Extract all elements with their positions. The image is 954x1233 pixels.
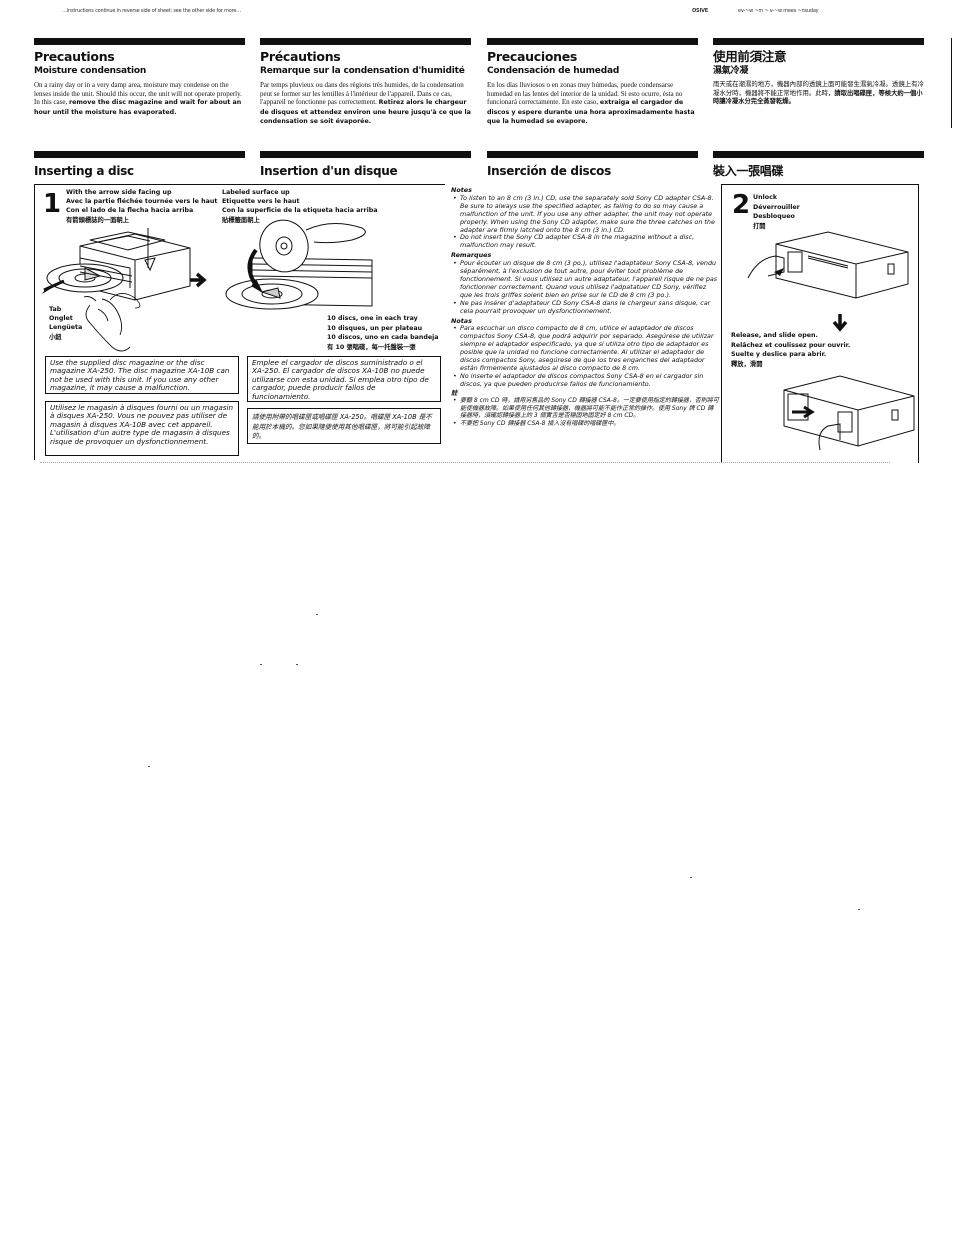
hand-tab-illustration [83,296,131,352]
precautions-title: Précautions [260,49,341,64]
precautions-body: On a rainy day or in a very damp area, m… [34,81,242,116]
tab-label: Tab Onglet Lengüeta 小鈕 [49,306,83,341]
ten-discs-caption: 10 discs, one in each tray 10 disques, u… [327,315,439,351]
step1-arrow-side-instructions: With the arrow side facing up Avec la pa… [66,189,218,224]
section-inserting-en: Inserting a disc [34,151,245,178]
precautions-subtitle: Moisture condensation [34,66,147,76]
magazine-warning-fr: Utilisez le magasin à disques fourni ou … [45,401,239,456]
header-strip-right-text: ev-~w ~m ~ v-~w mees ~nsuday [738,8,819,14]
precautions-subtitle: Condensación de humedad [487,66,620,76]
arrow-right-icon [190,272,207,288]
section-rule [260,38,471,45]
scan-mark [296,664,298,665]
section-title: Insertion d'un disque [260,164,398,178]
magazine-warning-en: Use the supplied disc magazine or the di… [45,356,239,394]
section-title: Inserting a disc [34,164,134,178]
slide-arrow-icon [792,405,815,419]
notes-es: Notas Para escuchar un disco compacto de… [451,317,719,389]
step1-number: 1 [43,189,62,219]
precautions-title: Precautions [34,49,115,64]
notes-en: Notes To listen to an 8 cm (3 in.) CD, u… [451,186,719,250]
precautions-title: 使用前須注意 [713,49,787,64]
precautions-en: Precautions Moisture condensation On a r… [34,38,245,117]
precautions-subtitle: Remarque sur la condensation d'humidité [260,66,465,76]
notes-zh: 註 要聽 8 cm CD 時，請用另售品的 Sony CD 轉接器 CSA-8。… [451,389,719,428]
section-inserting-fr: Insertion d'un disque [260,151,471,178]
precautions-title: Precauciones [487,49,578,64]
section-rule [34,151,245,158]
header-strip-text: …instructions continue in reverse side o… [62,8,242,14]
precautions-fr: Précautions Remarque sur la condensation… [260,38,471,127]
notes-column: Notes To listen to an 8 cm (3 in.) CD, u… [451,186,719,428]
step1-labeled-instructions: Labeled surface up Etiquette vers le hau… [222,189,378,224]
section-inserting-zh: 裝入一張唱碟 [713,151,924,178]
scan-mark [260,664,262,665]
precautions-subtitle: 濕氣冷凝 [713,66,749,76]
section-rule [260,151,471,158]
header-strip-code: OSIVE [692,8,708,14]
column-divider [721,184,722,462]
precautions-body: Par temps pluvieux ou dans des régions t… [260,81,471,126]
disc-loading-illustration [225,219,373,310]
section-title: 裝入一張唱碟 [713,164,784,178]
precautions-es: Precauciones Condensación de humedad En … [487,38,698,127]
section-rule [487,151,698,158]
section-rule [487,38,698,45]
unlock-instructions: Unlock Déverrouiller Desbloqueo 打開 [753,194,800,230]
scan-mark [316,614,318,615]
arrow-down-icon [832,314,848,332]
release-instructions: Release, and slide open. Relâchez et cou… [731,332,851,368]
step2-frame [722,184,919,463]
step1-frame [34,184,445,460]
notes-fr: Remarques Pour écouter un disque de 8 cm… [451,251,719,315]
magazine-tray-illustration [40,228,191,309]
unit-unlock-illustration [747,231,909,299]
magazine-warning-zh: 請使用附帶的唱碟匣或唱碟匣 XA-250。唱碟匣 XA-10B 是不能用於本機的… [247,408,441,444]
section-rule [713,38,924,45]
section-rule [713,151,924,158]
scan-dotted-line [40,462,890,463]
section-inserting-es: Inserción de discos [487,151,698,178]
precautions-zh: 使用前須注意 濕氣冷凝 雨天或在潮濕的地方，機器內部的透鏡上面可能發生濕氣冷凝。… [713,38,924,107]
page-edge-rule [951,38,952,128]
precautions-body: 雨天或在潮濕的地方，機器內部的透鏡上面可能發生濕氣冷凝。透鏡上有冷凝水分時，機器… [713,81,924,106]
scan-mark [858,909,860,910]
section-title: Inserción de discos [487,164,611,178]
unit-slide-open-illustration [783,375,915,451]
step2-number: 2 [732,190,751,220]
precautions-body: En los días lluviosos o en zonas muy húm… [487,81,695,126]
scan-mark [148,766,150,767]
magazine-warning-es: Emplee el cargador de discos suministrad… [247,356,441,402]
section-rule [34,38,245,45]
scan-mark [690,877,692,878]
